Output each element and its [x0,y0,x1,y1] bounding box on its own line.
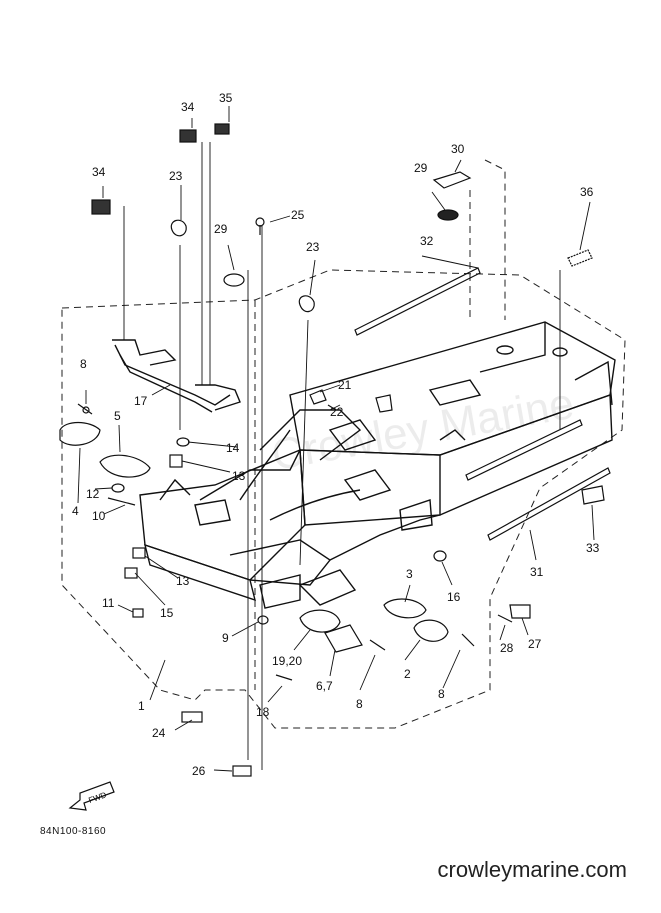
callout-9: 9 [222,631,229,645]
callout-4: 4 [72,504,79,518]
callout-34-a: 34 [181,100,195,114]
callout-23-b: 23 [306,240,320,254]
callout-25: 25 [291,208,305,222]
handle-bar [112,339,241,413]
rails-and-strips [354,267,611,541]
callout-8-c: 8 [438,687,445,701]
callout-29-a: 29 [414,161,428,175]
callout-15: 15 [160,606,174,620]
frame-main-body [139,321,616,609]
callout-12: 12 [86,487,100,501]
callout-30: 30 [451,142,465,156]
callout-35: 35 [219,91,233,105]
fwd-arrow: FWD [68,781,115,811]
callout-16: 16 [447,590,461,604]
callout-32: 32 [420,234,434,248]
dashed-assembly-boundary [61,159,626,729]
callout-10: 10 [92,509,106,523]
callout-29-b: 29 [214,222,228,236]
callout-17: 17 [134,394,148,408]
small-parts [59,123,593,777]
callout-18: 18 [256,705,270,719]
callout-28: 28 [500,641,514,655]
callout-34-b: 34 [92,165,106,179]
callout-11: 11 [102,596,115,610]
brand-watermark-url: crowleymarine.com [437,857,628,882]
callout-13-a: 13 [232,469,246,483]
drawing-code-label: 84N100-8160 [40,826,107,837]
callout-8-b: 8 [356,697,363,711]
leader-lines [77,106,595,772]
callout-36: 36 [580,185,594,199]
callout-14: 14 [226,441,240,455]
callout-21: 21 [338,378,352,392]
callout-3: 3 [406,567,413,581]
callout-6-7: 6,7 [316,679,333,693]
callout-26: 26 [192,764,206,778]
callout-5: 5 [114,409,121,423]
callout-31: 31 [530,565,544,579]
callout-2: 2 [404,667,411,681]
callout-27: 27 [528,637,542,651]
callout-labels: 1 2 3 4 5 6,7 8 8 8 9 10 11 12 13 13 14 … [72,91,600,778]
callout-24: 24 [152,726,166,740]
callout-13-b: 13 [176,574,190,588]
callout-33: 33 [586,541,600,555]
callout-22: 22 [330,405,344,419]
callout-8-a: 8 [80,357,87,371]
callout-23-a: 23 [169,169,183,183]
callout-19-20: 19,20 [272,654,302,668]
callout-1: 1 [138,699,145,713]
